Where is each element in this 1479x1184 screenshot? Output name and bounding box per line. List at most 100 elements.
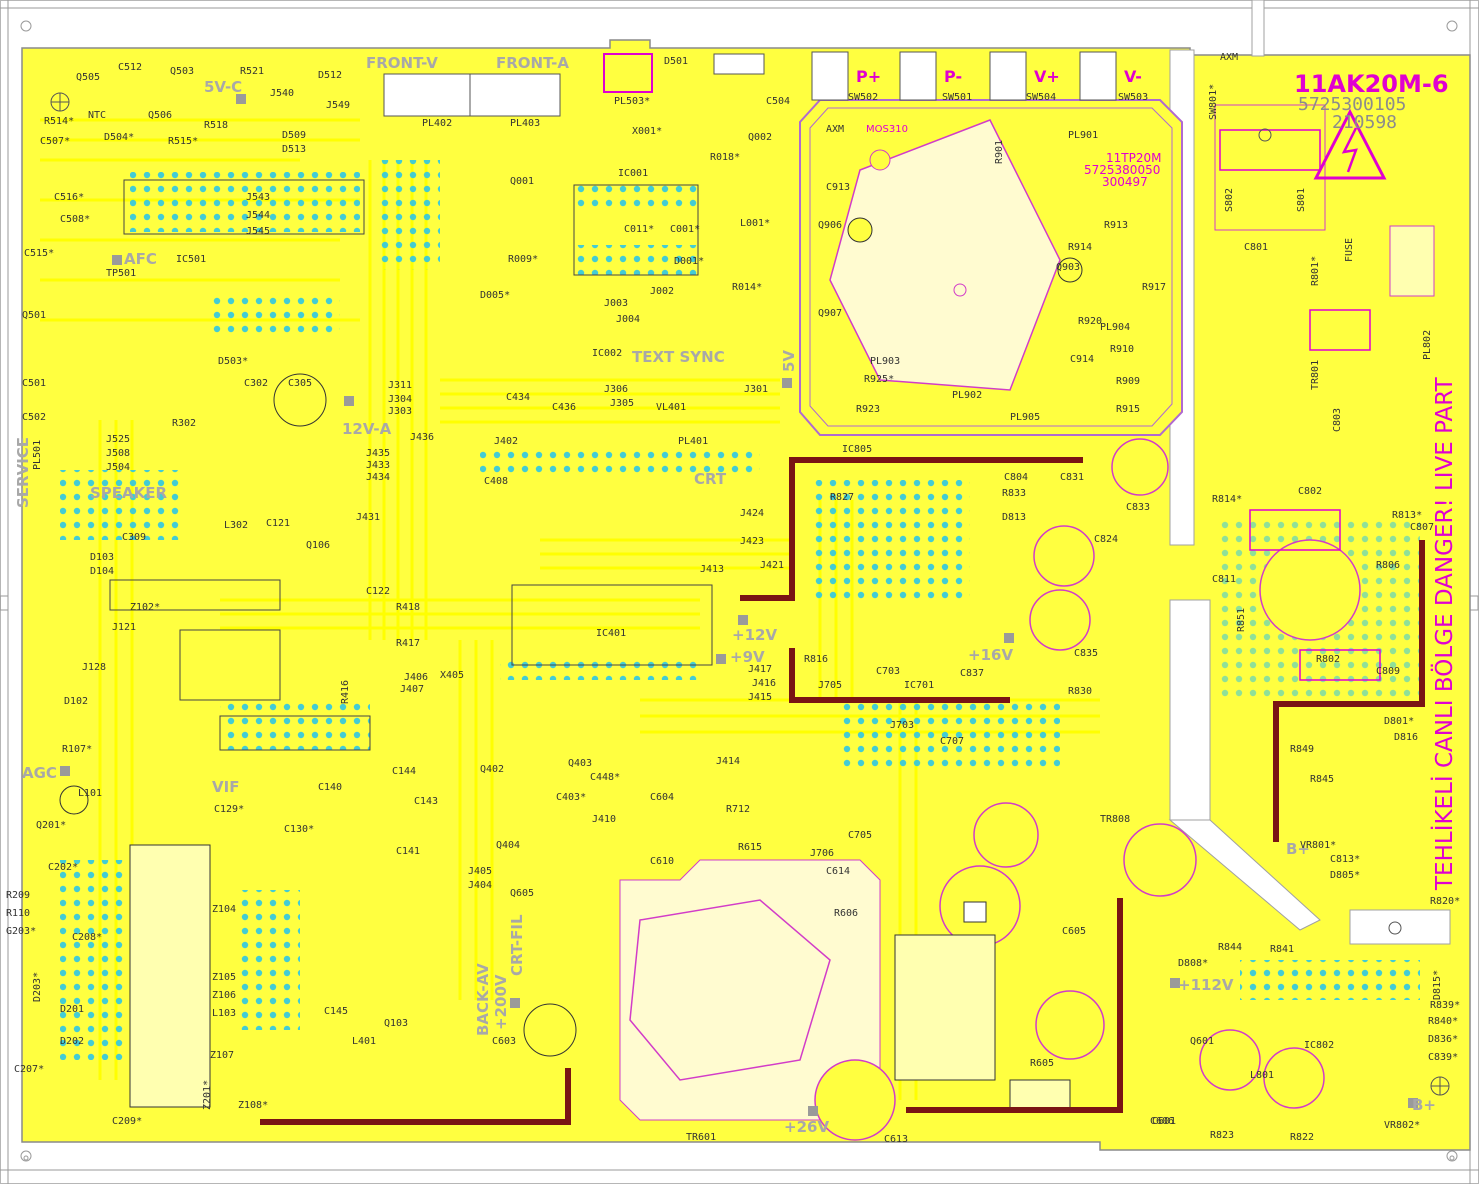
designator: C121 bbox=[266, 518, 290, 529]
designator: R302 bbox=[172, 418, 196, 429]
designator: PL403 bbox=[510, 118, 540, 129]
designator: C913 bbox=[826, 182, 850, 193]
designator: C703 bbox=[876, 666, 900, 677]
back-av-label: BACK-AV bbox=[474, 963, 492, 1036]
designator: C515* bbox=[24, 248, 54, 259]
designator: C606 bbox=[1150, 1116, 1174, 1127]
rail-112v: +112V bbox=[1178, 976, 1234, 994]
designator: C122 bbox=[366, 586, 390, 597]
sub-board bbox=[799, 99, 1183, 436]
designator: C833 bbox=[1126, 502, 1150, 513]
designator: J421 bbox=[760, 560, 784, 571]
designator: C011* bbox=[624, 224, 654, 235]
designator: Q601 bbox=[1190, 1036, 1214, 1047]
designator: IC802 bbox=[1304, 1040, 1334, 1051]
designator: R514* bbox=[44, 116, 74, 127]
designator: C130* bbox=[284, 824, 314, 835]
rail-26v: +26V bbox=[784, 1118, 829, 1136]
designator: J414 bbox=[716, 756, 740, 767]
rail-16v: +16V bbox=[968, 646, 1013, 664]
designator: R813* bbox=[1392, 510, 1422, 521]
designator: C837 bbox=[960, 668, 984, 679]
designator: D816 bbox=[1394, 732, 1418, 743]
designator: L801 bbox=[1250, 1070, 1274, 1081]
designator: C603 bbox=[492, 1036, 516, 1047]
designator: R849 bbox=[1290, 744, 1314, 755]
front-v-label: FRONT-V bbox=[366, 54, 438, 72]
designator: C613 bbox=[884, 1134, 908, 1145]
designator: J002 bbox=[650, 286, 674, 297]
designator: C802 bbox=[1298, 486, 1322, 497]
designator: R923 bbox=[856, 404, 880, 415]
designator: D805* bbox=[1330, 870, 1360, 881]
designator: J705 bbox=[818, 680, 842, 691]
designator: C129* bbox=[214, 804, 244, 815]
designator: Q103 bbox=[384, 1018, 408, 1029]
designator: D813 bbox=[1002, 512, 1026, 523]
designator: D801* bbox=[1384, 716, 1414, 727]
designator: Q503 bbox=[170, 66, 194, 77]
button-p-minus-label: P- bbox=[944, 67, 962, 86]
designator: Q002 bbox=[748, 132, 772, 143]
designator: R841 bbox=[1270, 944, 1294, 955]
rail-200v: +200V bbox=[492, 974, 510, 1030]
designator: C803 bbox=[1332, 408, 1343, 432]
designator: D808* bbox=[1178, 958, 1208, 969]
designator: J410 bbox=[592, 814, 616, 825]
designator: J504 bbox=[106, 462, 130, 473]
axm-label-left: AXM bbox=[1220, 52, 1238, 63]
designator: D501 bbox=[664, 56, 688, 67]
designator: C811 bbox=[1212, 574, 1236, 585]
designator: R830 bbox=[1068, 686, 1092, 697]
rail-12v-a: 12V-A bbox=[342, 420, 392, 438]
text-sync-label: TEXT SYNC bbox=[632, 348, 725, 366]
designator: S802 bbox=[1224, 188, 1235, 212]
fuse-label: FUSE bbox=[1344, 238, 1355, 262]
designator: IC401 bbox=[596, 628, 626, 639]
designator: Z104 bbox=[212, 904, 236, 915]
designator: J508 bbox=[106, 448, 130, 459]
designator: D201 bbox=[60, 1004, 84, 1015]
designator: R851 bbox=[1236, 608, 1247, 632]
designator: PL902 bbox=[952, 390, 982, 401]
designator: R820* bbox=[1430, 896, 1460, 907]
designator: R107* bbox=[62, 744, 92, 755]
designator: SW501 bbox=[942, 92, 972, 103]
board-revision: 210598 bbox=[1332, 112, 1397, 133]
mounting-holes bbox=[50, 92, 1450, 1096]
designator: Q506 bbox=[148, 110, 172, 121]
designator: IC001 bbox=[618, 168, 648, 179]
pad-fields bbox=[60, 160, 1420, 1060]
designator: J436 bbox=[410, 432, 434, 443]
designator: D503* bbox=[218, 356, 248, 367]
rail-b-plus-2: B+ bbox=[1412, 1096, 1436, 1114]
service-label: SERVICE bbox=[14, 437, 32, 508]
designator: C207* bbox=[14, 1064, 44, 1075]
designator: PL503* bbox=[614, 96, 650, 107]
designator: J304 bbox=[388, 394, 412, 405]
designator: R914 bbox=[1068, 242, 1092, 253]
designator: J416 bbox=[752, 678, 776, 689]
designator: TR601 bbox=[686, 1132, 716, 1143]
designator: C001* bbox=[670, 224, 700, 235]
designator: R806 bbox=[1376, 560, 1400, 571]
rail-5v-c: 5V-C bbox=[204, 78, 242, 96]
designator: C434 bbox=[506, 392, 530, 403]
designator: G203* bbox=[6, 926, 36, 937]
designator: C604 bbox=[650, 792, 674, 803]
designator: IC701 bbox=[904, 680, 934, 691]
designator: Q505 bbox=[76, 72, 100, 83]
designator: J423 bbox=[740, 536, 764, 547]
designator: R827 bbox=[830, 492, 854, 503]
ic-bodies bbox=[109, 179, 713, 751]
designator: Q001 bbox=[510, 176, 534, 187]
designator: TR801 bbox=[1310, 360, 1321, 390]
live-part-warning: TEHLİKELİ CANLI BÖLGE DANGER! LIVE PART bbox=[1430, 376, 1458, 891]
designator: Q403 bbox=[568, 758, 592, 769]
designator: J406 bbox=[404, 672, 428, 683]
designator: C436 bbox=[552, 402, 576, 413]
designator: SW504 bbox=[1026, 92, 1056, 103]
designator: D512 bbox=[318, 70, 342, 81]
rail-12v: +12V bbox=[732, 626, 777, 644]
designator: Q907 bbox=[818, 308, 842, 319]
